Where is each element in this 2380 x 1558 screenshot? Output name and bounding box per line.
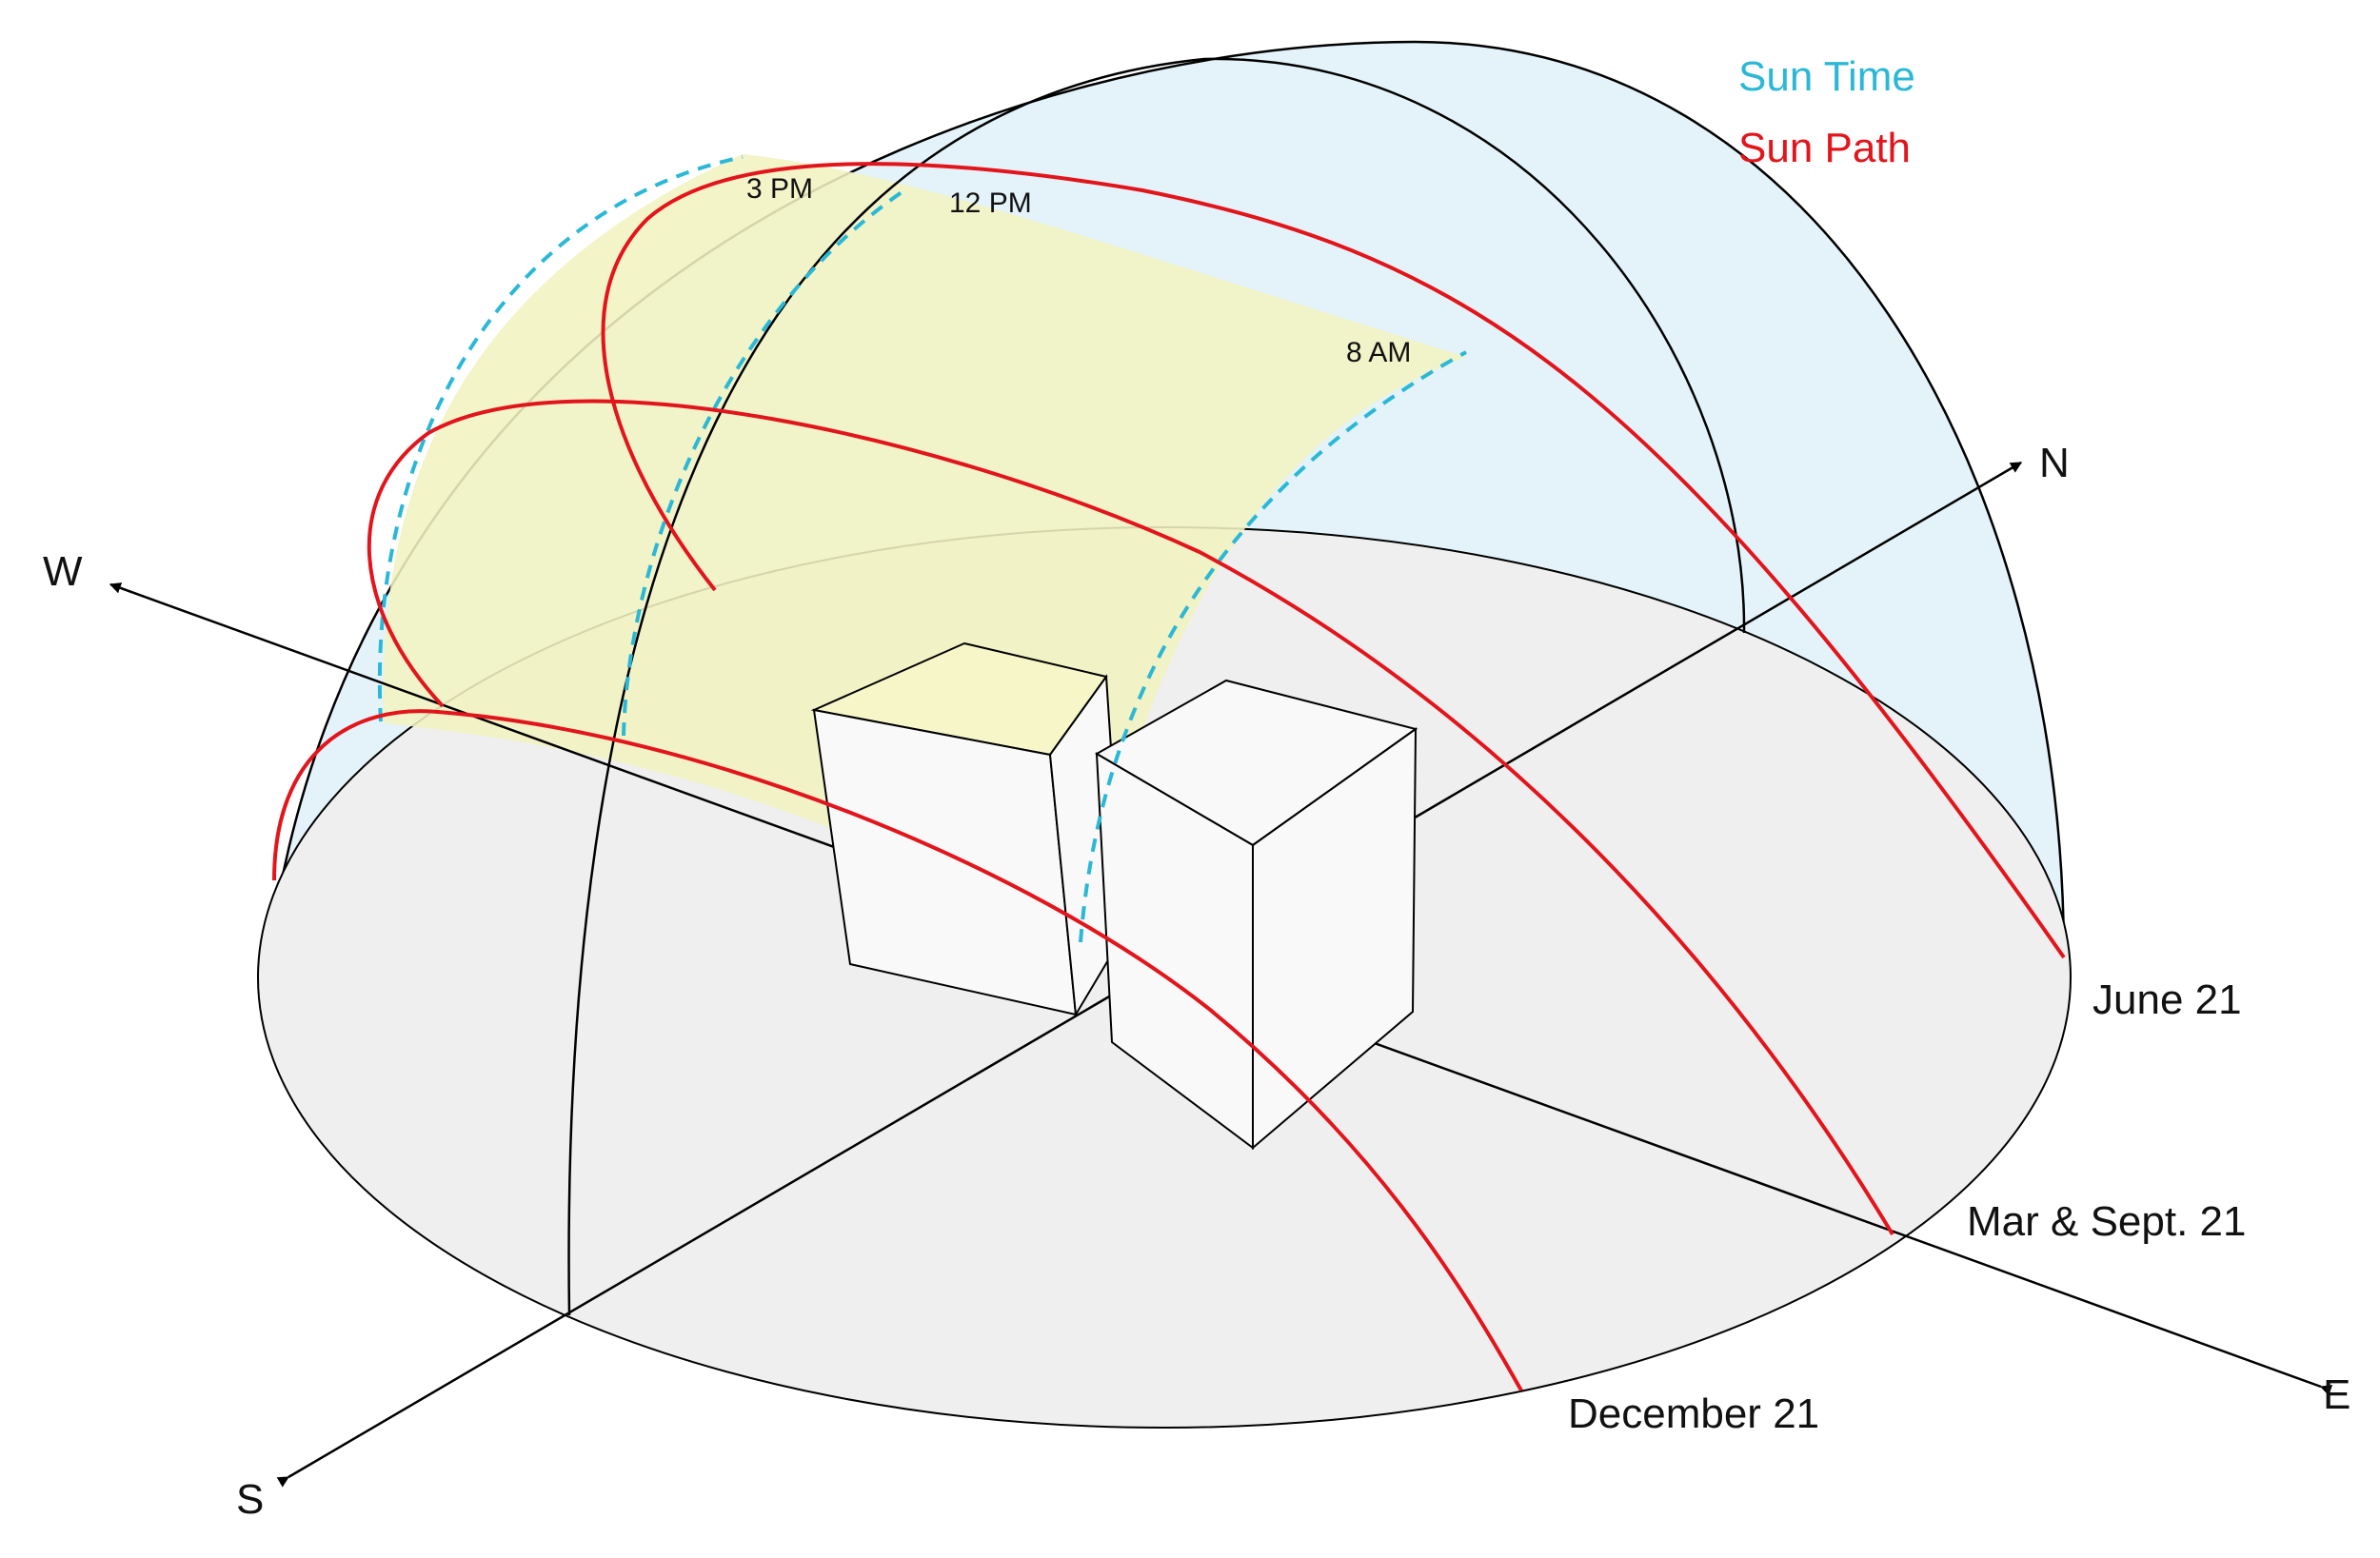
sun-time-8am-curve <box>1079 350 1467 943</box>
date-label-june: June 21 <box>2092 976 2242 1023</box>
legend-sun-path: Sun Path <box>1738 125 1911 171</box>
sun-path-equinox <box>367 399 1894 1236</box>
time-label-3pm: 3 PM <box>746 173 813 205</box>
compass-east-label: E <box>2323 1371 2350 1418</box>
time-label-12pm: 12 PM <box>949 187 1032 219</box>
sun-time-3pm-curve <box>377 155 744 722</box>
sun-path-december-21 <box>272 709 1523 1391</box>
compass-west-label: W <box>43 548 83 595</box>
date-label-december: December 21 <box>1568 1390 1819 1437</box>
building-shaded <box>810 641 1125 1018</box>
sun-path-june-21 <box>601 162 2066 959</box>
sun-time-12pm-curve <box>622 188 906 737</box>
legend-sun-time: Sun Time <box>1738 53 1915 100</box>
time-label-8am: 8 AM <box>1346 337 1411 368</box>
compass-north-label: N <box>2039 440 2070 486</box>
date-label-equinox: Mar & Sept. 21 <box>1967 1198 2246 1245</box>
compass-south-label: S <box>236 1476 264 1523</box>
